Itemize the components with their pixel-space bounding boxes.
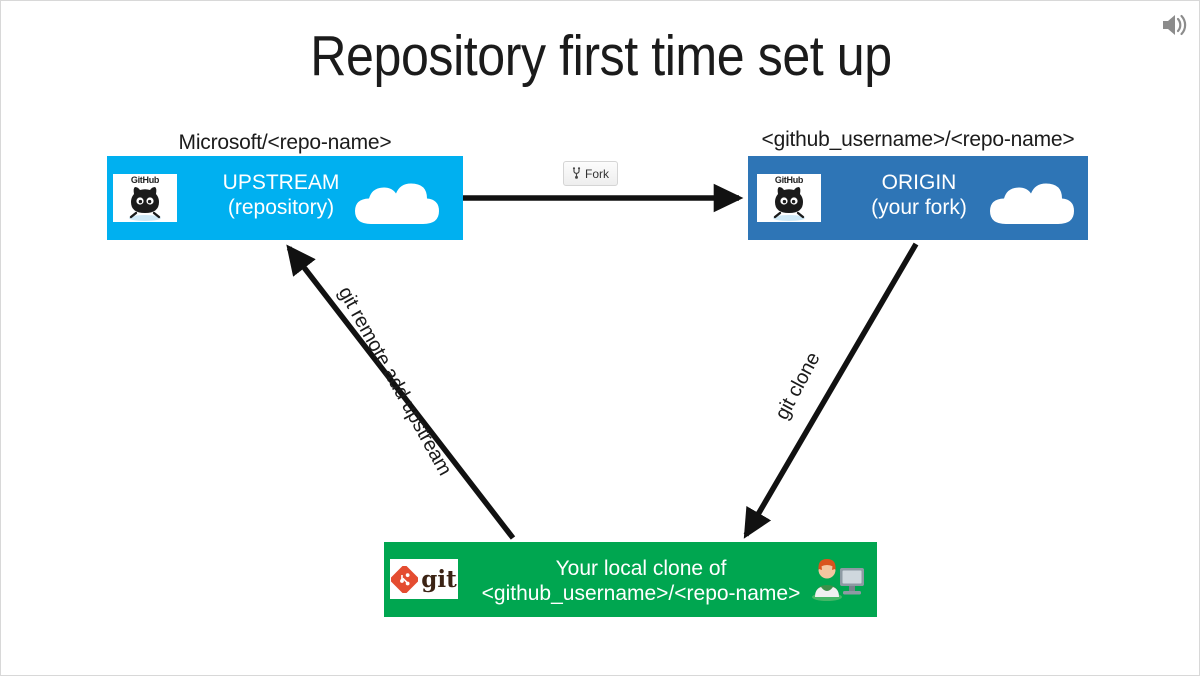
fork-button[interactable]: Fork	[563, 161, 618, 186]
edge-label-git-clone: git clone	[771, 348, 825, 424]
person-at-computer-icon	[812, 559, 864, 601]
github-logo-text: GitHub	[774, 175, 804, 185]
origin-title: ORIGIN	[881, 171, 957, 194]
edge-label-remote-add: git remote add upstream	[333, 283, 456, 480]
origin-subtitle: (your fork)	[871, 195, 967, 219]
github-logo-text: GitHub	[130, 175, 160, 185]
upstream-label: UPSTREAM (repository)	[181, 171, 381, 221]
git-logo-icon: git	[390, 559, 458, 599]
origin-caption: <github_username>/<repo-name>	[761, 128, 1075, 151]
cloud-icon	[355, 183, 439, 224]
speaker-icon[interactable]	[1157, 9, 1191, 41]
fork-button-label: Fork	[585, 166, 609, 181]
git-logo-text: git	[421, 565, 457, 593]
upstream-subtitle: (repository)	[227, 195, 335, 219]
origin-label: ORIGIN (your fork)	[839, 171, 999, 221]
local-clone-label: Your local clone of <github_username>/<r…	[441, 557, 841, 607]
upstream-caption: Microsoft/<repo-name>	[178, 131, 392, 154]
fork-icon	[572, 167, 581, 179]
github-octocat-icon: GitHub	[113, 174, 177, 222]
page-title: Repository first time set up	[310, 24, 892, 88]
cloud-icon	[990, 183, 1074, 224]
local-clone-box[interactable]	[384, 542, 877, 617]
local-clone-line2: <github_username>/<repo-name>	[481, 581, 801, 605]
local-clone-line1: Your local clone of	[555, 557, 727, 580]
arrow-git-clone	[743, 242, 919, 539]
upstream-title: UPSTREAM	[222, 171, 340, 194]
github-octocat-icon: GitHub	[757, 174, 821, 222]
